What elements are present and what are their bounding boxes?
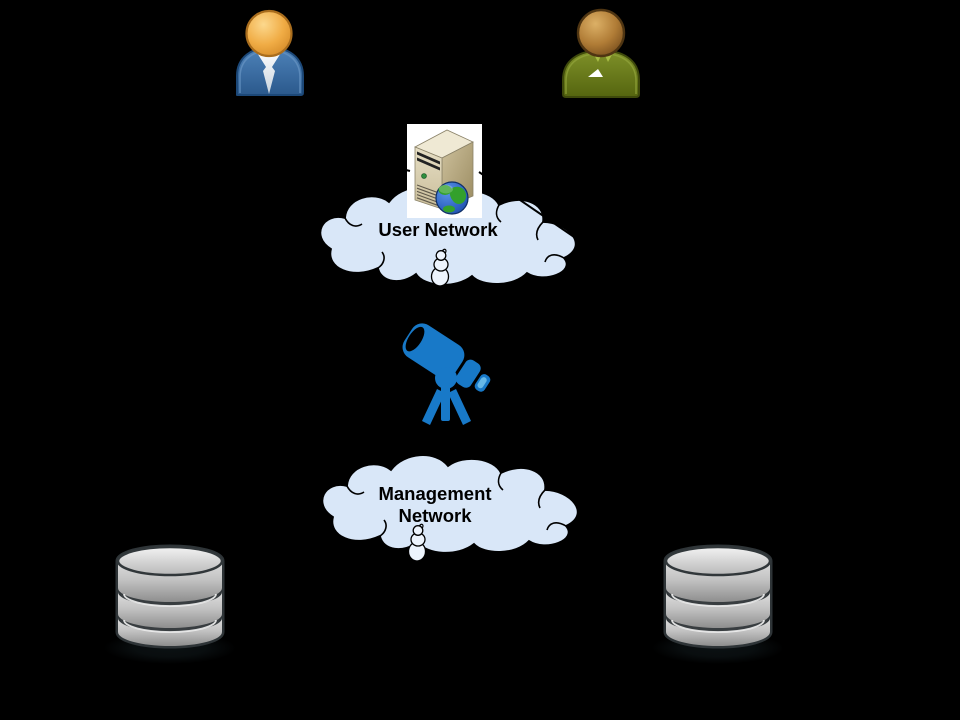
management-network-label-line1: Management: [378, 483, 491, 504]
shirt-collar: [254, 48, 284, 94]
database-right-icon: [652, 547, 784, 664]
user-network-cloud: User Network: [319, 186, 577, 287]
connector-line: [399, 167, 581, 242]
green-user-icon: [562, 8, 640, 98]
blue-user-icon: [236, 9, 304, 96]
database-left-icon: [104, 547, 236, 664]
edge-endpoint-tick: [399, 167, 411, 172]
pocket-square: [588, 69, 603, 77]
telescope-icon: [402, 323, 491, 425]
head: [245, 9, 293, 58]
server-icon: [407, 124, 482, 218]
management-network-cloud: Management Network: [321, 454, 579, 562]
edge-server-to-cloud: [478, 171, 581, 242]
head: [576, 8, 626, 58]
management-network-label-line2: Network: [399, 505, 473, 526]
globe-icon: [435, 181, 469, 215]
user-network-label: User Network: [378, 219, 498, 240]
